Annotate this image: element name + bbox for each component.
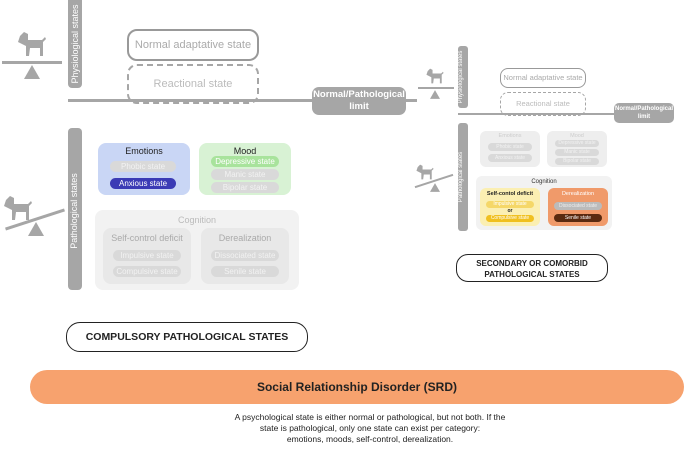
phobic-state: Phobic state <box>110 161 176 172</box>
derealization-box: Derealization Dissociated state Senile s… <box>201 228 289 284</box>
seesaw-icon <box>430 90 440 99</box>
cognition-box: Cognition Self-control deficit Impulsive… <box>95 210 299 290</box>
limit-line <box>68 99 318 102</box>
seesaw-icon <box>24 65 40 79</box>
seesaw-plank <box>418 87 454 89</box>
secondary-caption: SECONDARY OR COMORBID PATHOLOGICAL STATE… <box>456 254 608 282</box>
emotions-box: Emotions Phobic state Anxious state <box>480 131 540 167</box>
self-control-title: Self-contol deficit <box>486 191 534 197</box>
mood-box: Mood Depressive state Manic state Bipola… <box>547 131 607 167</box>
seesaw-icon <box>430 183 440 192</box>
cognition-title: Cognition <box>531 179 557 185</box>
compulsory-caption: COMPULSORY PATHOLOGICAL STATES <box>66 322 308 352</box>
seesaw-icon <box>28 222 44 236</box>
bipolar-state: Bipolar state <box>555 158 599 165</box>
bipolar-state: Bipolar state <box>211 182 279 193</box>
depressive-state: Depressive state <box>555 140 599 147</box>
manic-state: Manic state <box>211 169 279 180</box>
srd-banner: Social Relationship Disorder (SRD) <box>30 370 684 404</box>
senile-state: Senile state <box>211 266 279 277</box>
patho-bar <box>68 128 82 290</box>
mood-title: Mood <box>570 133 584 139</box>
anxious-state: Anxious state <box>488 154 532 162</box>
dog-icon <box>18 32 46 56</box>
mood-title: Mood <box>233 146 257 156</box>
derealization-box: Derealization Dissociated state Senile s… <box>548 188 608 226</box>
cognition-box: Cognition Self-contol deficit Impulsive … <box>476 176 612 230</box>
self-control-title: Self-control deficit <box>111 233 183 243</box>
normal-pathological-limit: Normal/Pathological limit <box>312 87 406 115</box>
emotions-box: Emotions Phobic state Anxious state <box>98 143 190 195</box>
anxious-state: Anxious state <box>110 178 176 189</box>
seesaw-plank <box>2 61 62 64</box>
dog-icon <box>426 68 444 84</box>
self-control-box: Self-control deficit Impulsive state Com… <box>103 228 191 284</box>
emotions-title: Emotions <box>498 133 522 139</box>
normal-adaptative-state: Normal adaptative state <box>127 29 259 61</box>
dissociated-state: Dissociated state <box>554 202 602 210</box>
manic-state: Manic state <box>555 149 599 156</box>
patho-label: Pathological states <box>69 173 79 249</box>
physio-bar <box>458 46 468 108</box>
patho-bar <box>458 123 468 231</box>
dissociated-state: Dissociated state <box>211 250 279 261</box>
physio-label: Physiological states <box>70 4 80 84</box>
normal-adaptative-state: Normal adaptative state <box>500 68 586 88</box>
cognition-title: Cognition <box>177 215 217 225</box>
derealization-title: Derealization <box>218 233 272 243</box>
footnote: A psychological state is either normal o… <box>234 412 506 444</box>
derealization-title: Derealization <box>561 191 595 197</box>
self-control-box: Self-contol deficit Impulsive state or C… <box>480 188 540 226</box>
limit-line-right <box>405 99 417 102</box>
compulsive-state: Compulsive state <box>113 266 181 277</box>
senile-state: Senile state <box>554 214 602 222</box>
reactional-state: Reactional state <box>127 64 259 104</box>
dog-icon <box>4 196 32 220</box>
impulsive-state: Impulsive state <box>486 201 534 208</box>
phobic-state: Phobic state <box>488 143 532 151</box>
patho-label: Pathological states <box>458 151 464 203</box>
dog-icon <box>416 164 434 180</box>
physio-bar <box>68 0 82 88</box>
normal-pathological-limit: Normal/Pathological limit <box>614 103 674 123</box>
limit-line <box>458 113 618 115</box>
physio-label: Physiological states <box>458 50 464 104</box>
compulsive-state: Compulsive state <box>486 215 534 222</box>
emotions-title: Emotions <box>125 146 163 156</box>
or-label: or <box>507 208 513 214</box>
mood-box: Mood Depressive state Manic state Bipola… <box>199 143 291 195</box>
reactional-state: Reactional state <box>500 92 586 116</box>
depressive-state: Depressive state <box>211 156 279 167</box>
impulsive-state: Impulsive state <box>113 250 181 261</box>
